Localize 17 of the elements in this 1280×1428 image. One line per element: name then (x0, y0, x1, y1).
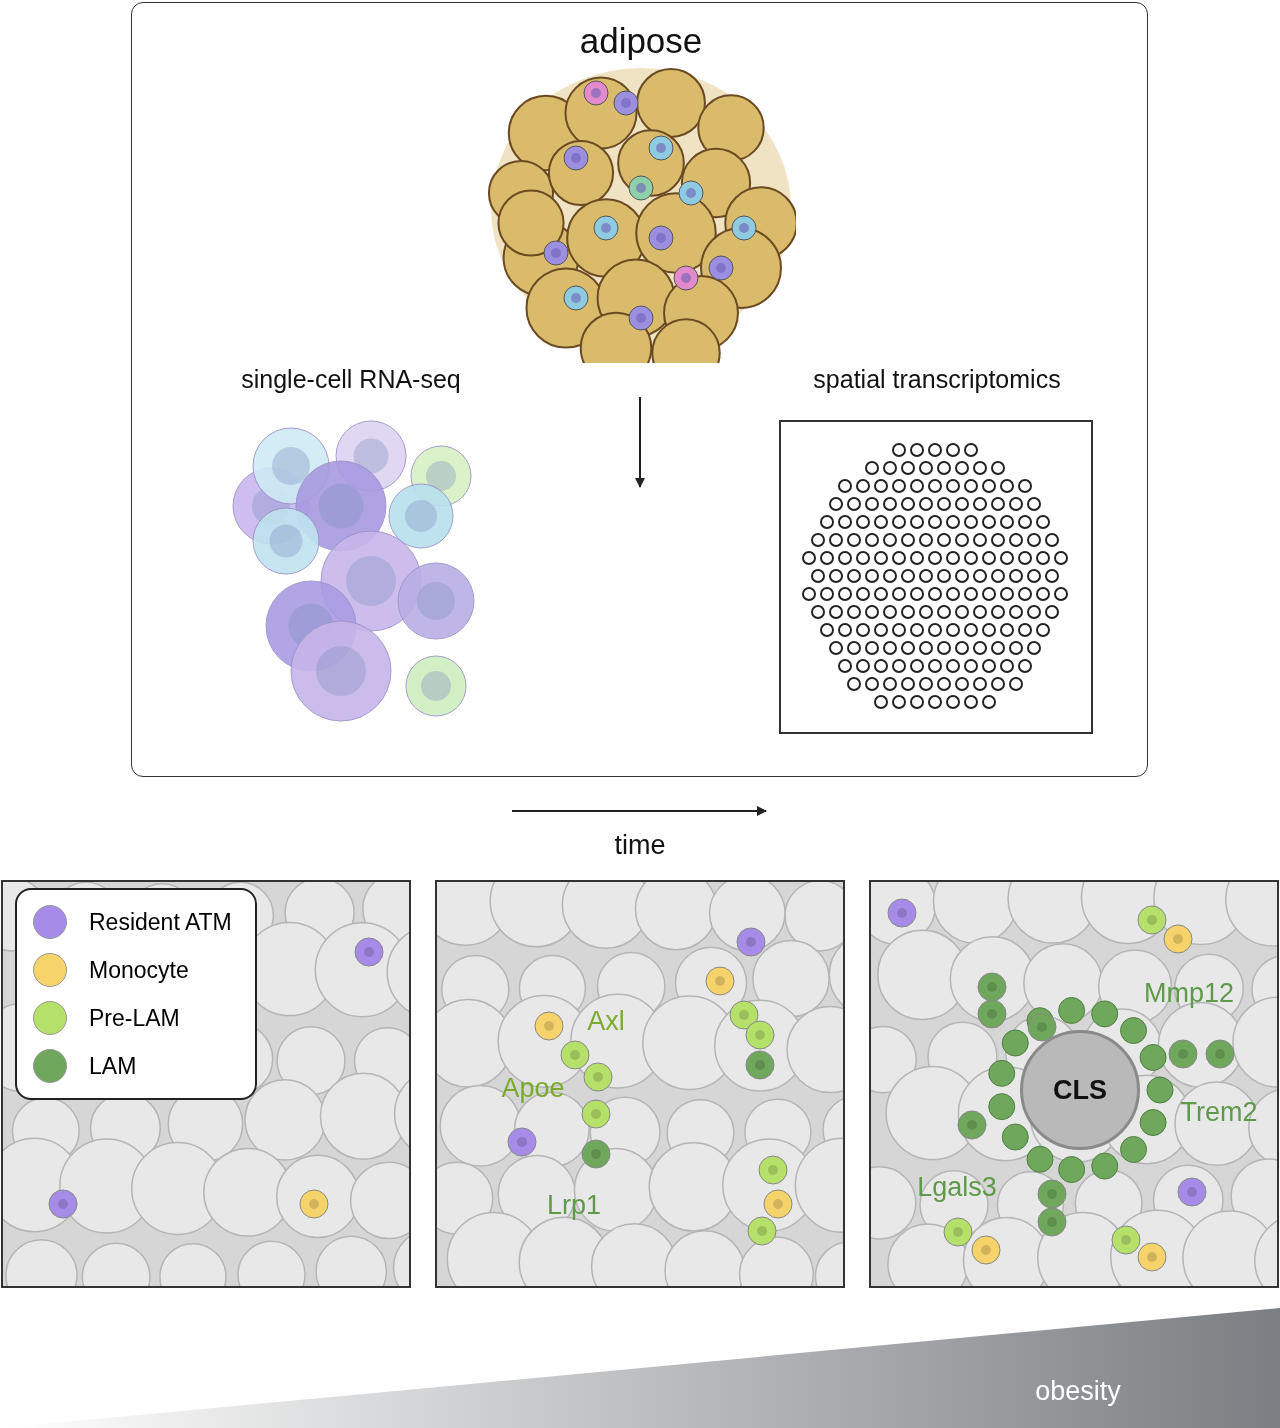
gene-label: Mmp12 (1144, 977, 1234, 1009)
section-heading: spatial transcriptomics (813, 365, 1061, 394)
section-heading: single-cell RNA-seq (241, 365, 461, 394)
legend-label: Pre-LAM (89, 1004, 180, 1032)
node-label: CLS (1053, 1074, 1107, 1106)
legend-label: Monocyte (89, 956, 189, 984)
gene-label: Apoe (501, 1072, 565, 1104)
legend-label: Resident ATM (89, 908, 232, 936)
gene-label: Lgals3 (917, 1171, 997, 1203)
legend-label: LAM (89, 1052, 137, 1080)
panel-frame (131, 2, 1148, 777)
gene-label: Axl (587, 1005, 625, 1037)
axis-label: obesity (1035, 1375, 1121, 1407)
gene-label: Lrp1 (547, 1189, 601, 1221)
gene-label: Trem2 (1180, 1096, 1258, 1128)
axis-label: time (614, 829, 666, 861)
diagram-heading: adipose (579, 21, 703, 61)
